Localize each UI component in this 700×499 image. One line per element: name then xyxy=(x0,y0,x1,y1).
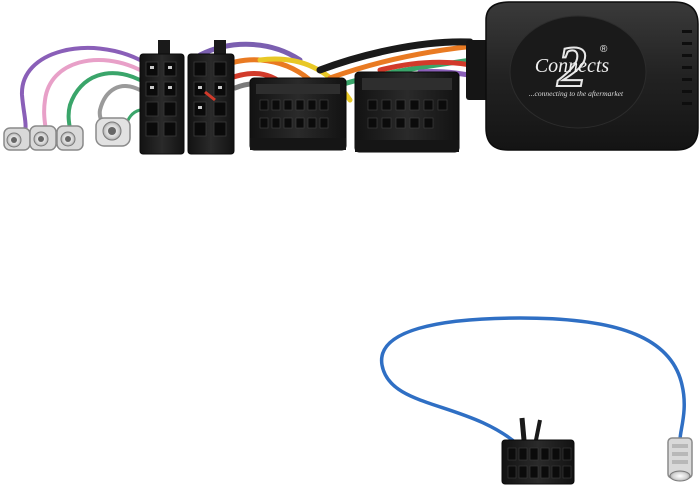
wire-black-module xyxy=(316,38,474,74)
iso-connector-right xyxy=(187,40,235,155)
bullet-connector xyxy=(29,125,57,151)
logo-badge xyxy=(509,15,647,129)
wire-purple-top xyxy=(197,41,303,63)
patch-lead xyxy=(380,316,693,485)
patch-lead-bullet-connector xyxy=(667,437,693,482)
vehicle-plug-a xyxy=(249,77,347,151)
bullet-connectors xyxy=(3,117,131,151)
bullet-connector xyxy=(56,125,84,151)
vehicle-plug-b xyxy=(354,71,460,153)
logo-numeral: 2 xyxy=(557,34,587,99)
vent-slots xyxy=(682,30,692,105)
wire-purple-loop xyxy=(18,46,142,140)
logo-registered-mark: ® xyxy=(600,44,608,55)
iso-connector-left xyxy=(139,40,185,155)
bullet-connector xyxy=(3,127,31,151)
bullet-connector xyxy=(95,117,131,147)
logo-wordmark: Connects xyxy=(535,55,610,77)
logo-tagline: ...connecting to the aftermarket xyxy=(529,89,624,98)
patch-lead-wire xyxy=(380,316,686,450)
patch-lead-molex-plug xyxy=(501,439,575,485)
interface-module: 2 ® Connects ...connecting to the afterm… xyxy=(466,1,699,151)
